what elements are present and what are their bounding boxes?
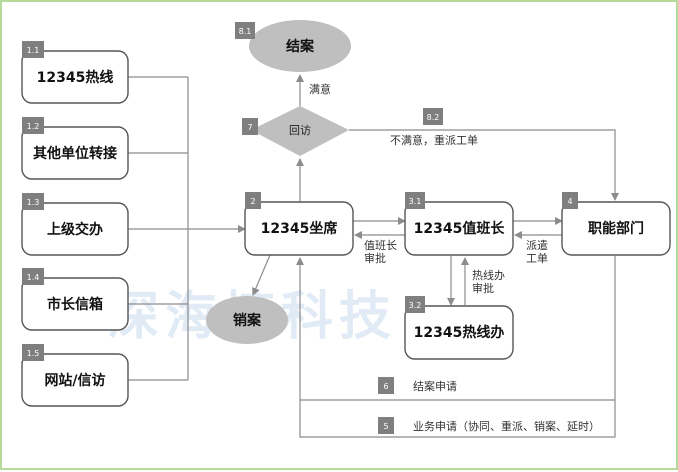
biz-request-tag: 5 bbox=[383, 422, 388, 431]
cancel-label: 销案 bbox=[233, 312, 262, 329]
duty-tag: 3.1 bbox=[409, 197, 422, 206]
close-label: 结案 bbox=[286, 38, 315, 55]
biz-request-tag-box bbox=[378, 417, 394, 434]
satisfied-label: 满意 bbox=[309, 82, 331, 96]
dispatch-label-1: 派遣 bbox=[526, 238, 548, 252]
seat-label: 12345坐席 bbox=[261, 220, 338, 237]
source-box-5: 1.5 网站/信访 bbox=[21, 344, 129, 407]
seat-tag: 2 bbox=[250, 197, 255, 206]
source-label: 其他单位转接 bbox=[33, 145, 117, 162]
duty-node: 3.1 12345值班长 bbox=[404, 192, 514, 256]
unsatisfied-label: 不满意，重派工单 bbox=[390, 133, 478, 147]
revisit-label: 回访 bbox=[289, 124, 311, 137]
connectors bbox=[128, 74, 619, 438]
office-review-label-2: 审批 bbox=[472, 281, 494, 295]
dept-label: 职能部门 bbox=[588, 220, 644, 237]
close-request-tag: 6 bbox=[383, 382, 388, 391]
edge-seat-to-cancel bbox=[252, 254, 271, 296]
source-box-2: 1.2 其他单位转接 bbox=[21, 117, 129, 180]
source-box-3: 1.3 上级交办 bbox=[21, 193, 129, 256]
revisit-node: 7 回访 bbox=[242, 106, 349, 156]
source-box-4: 1.4 市长信箱 bbox=[21, 268, 129, 331]
seat-node: 2 12345坐席 bbox=[244, 192, 354, 256]
source-tag: 1.1 bbox=[27, 46, 40, 55]
duty-label: 12345值班长 bbox=[414, 220, 506, 237]
dept-tag: 4 bbox=[567, 197, 572, 206]
office-review-label-1: 热线办 bbox=[472, 268, 505, 282]
dispatch-label-2: 工单 bbox=[526, 252, 548, 265]
source-box-1: 1.1 12345热线 bbox=[21, 41, 129, 104]
office-tag: 3.2 bbox=[409, 301, 422, 310]
biz-request-label: 业务申请（协同、重派、销案、延时） bbox=[413, 419, 600, 433]
close-request-label: 结案申请 bbox=[413, 379, 457, 393]
duty-review-label-1: 值班长 bbox=[364, 239, 397, 252]
edge-revisit-to-dept bbox=[349, 129, 619, 201]
office-label: 12345热线办 bbox=[414, 324, 505, 341]
unsatisfied-tag-box bbox=[423, 108, 443, 125]
source-tag: 1.5 bbox=[27, 349, 40, 358]
source-tag: 1.4 bbox=[27, 273, 40, 282]
edge-requests-to-seat bbox=[296, 256, 616, 438]
revisit-tag: 7 bbox=[247, 123, 252, 132]
cancel-node: 销案 bbox=[206, 296, 288, 344]
close-tag: 8.1 bbox=[239, 27, 252, 36]
source-tag: 1.3 bbox=[27, 198, 40, 207]
close-node: 8.1 结案 bbox=[235, 20, 351, 72]
source-tag: 1.2 bbox=[27, 122, 40, 131]
close-request-tag-box bbox=[378, 377, 394, 394]
unsatisfied-tag: 8.2 bbox=[427, 113, 440, 122]
dept-node: 4 职能部门 bbox=[561, 192, 671, 256]
source-label: 网站/信访 bbox=[44, 372, 105, 389]
duty-review-label-2: 审批 bbox=[364, 251, 386, 265]
source-label: 市长信箱 bbox=[47, 296, 103, 313]
office-node: 3.2 12345热线办 bbox=[404, 296, 514, 360]
source-label: 12345热线 bbox=[37, 69, 114, 86]
source-label: 上级交办 bbox=[47, 221, 103, 238]
